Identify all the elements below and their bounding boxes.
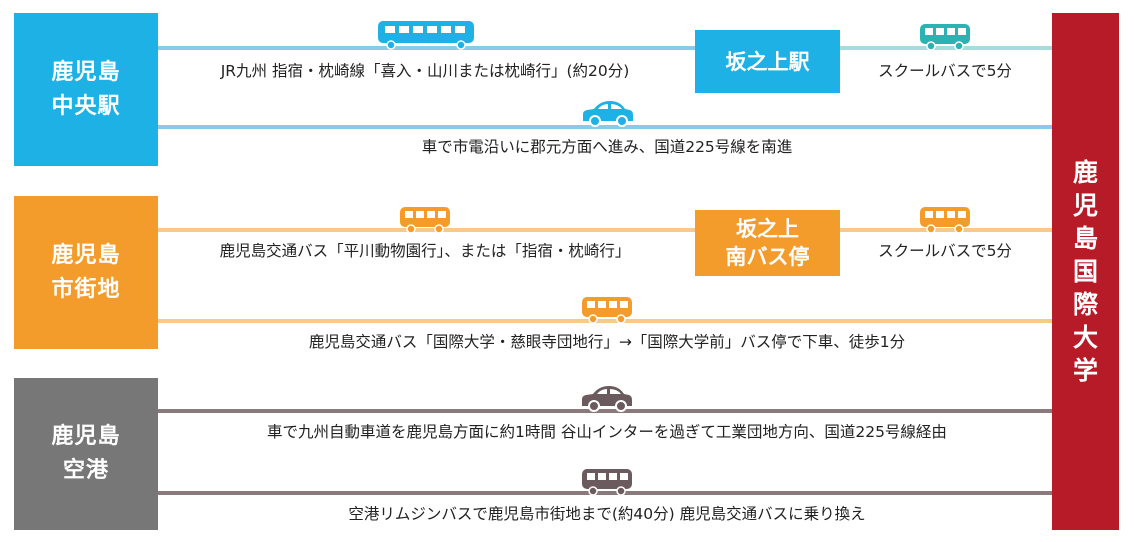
route-text-chuo-car: 車で市電沿いに郡元方面へ進み、国道225号線を南進: [421, 138, 793, 156]
origin-kagoshima-airport: 鹿児島 空港: [14, 378, 158, 530]
origin-kagoshima-chuo-station: 鹿児島 中央駅: [14, 13, 158, 166]
bus-icon: [581, 468, 633, 496]
origin-label-line1: 鹿児島: [51, 242, 121, 268]
route-line-chuo-train: [158, 46, 695, 50]
route-text-shigaichi-schoolbus: スクールバスで5分: [878, 242, 1012, 260]
origin-label-line1: 鹿児島: [51, 424, 121, 449]
transfer-label: 坂之上駅: [725, 49, 810, 74]
train-icon: [377, 20, 475, 50]
bus-icon: [919, 23, 971, 51]
bus-icon: [919, 206, 971, 234]
destination-char: 児: [1072, 191, 1098, 220]
route-text-chuo-schoolbus: スクールバスで5分: [878, 62, 1012, 80]
route-line-shigaichi-bus1: [158, 228, 695, 232]
route-line-shigaichi-schoolbus: [840, 228, 1052, 232]
destination-char: 島: [1072, 224, 1098, 253]
route-line-chuo-schoolbus: [840, 46, 1052, 50]
origin-label-line2: 空港: [62, 458, 109, 483]
route-text-shigaichi-bus1: 鹿児島交通バス「平川動物園行」、または「指宿・枕崎行」: [219, 242, 631, 260]
transfer-sakanoue-minami-bus-stop: 坂之上 南バス停: [695, 210, 840, 276]
destination-char: 鹿: [1072, 158, 1098, 187]
transfer-label-line1: 坂之上: [736, 217, 799, 241]
route-text-shigaichi-bus2: 鹿児島交通バス「国際大学・慈眼寺団地行」→「国際大学前」バス停で下車、徒歩1分: [308, 333, 906, 351]
origin-label-line1: 鹿児島: [51, 59, 121, 85]
car-icon: [580, 99, 636, 127]
transfer-label-line2: 南バス停: [725, 245, 810, 269]
route-line-shigaichi-bus2: [158, 319, 1052, 323]
route-text-airport-car: 車で九州自動車道を鹿児島方面に約1時間 谷山インターを過ぎて工業団地方向、国道2…: [267, 423, 947, 441]
route-text-airport-bus: 空港リムジンバスで鹿児島市街地まで(約40分) 鹿児島交通バスに乗り換え: [348, 505, 866, 523]
car-icon: [579, 384, 635, 412]
origin-kagoshima-shigaichi: 鹿児島 市街地: [14, 196, 158, 349]
destination-char: 国: [1072, 257, 1098, 286]
transfer-sakanoue-station: 坂之上駅: [695, 30, 840, 93]
bus-icon: [581, 296, 633, 324]
route-text-chuo-train: JR九州 指宿・枕崎線「喜入・山川または枕崎行」(約20分): [220, 62, 630, 80]
route-line-airport-bus: [158, 491, 1052, 495]
destination-kagoshima-international-university: 鹿 児 島 国 際 大 学: [1052, 13, 1119, 530]
route-line-chuo-car: [158, 125, 1052, 129]
destination-char: 際: [1072, 290, 1098, 319]
route-line-airport-car: [158, 409, 1052, 413]
origin-label-line2: 中央駅: [51, 93, 121, 119]
destination-char: 学: [1072, 356, 1098, 385]
origin-label-line2: 市街地: [51, 276, 121, 302]
destination-char: 大: [1072, 323, 1098, 352]
bus-icon: [399, 206, 451, 234]
